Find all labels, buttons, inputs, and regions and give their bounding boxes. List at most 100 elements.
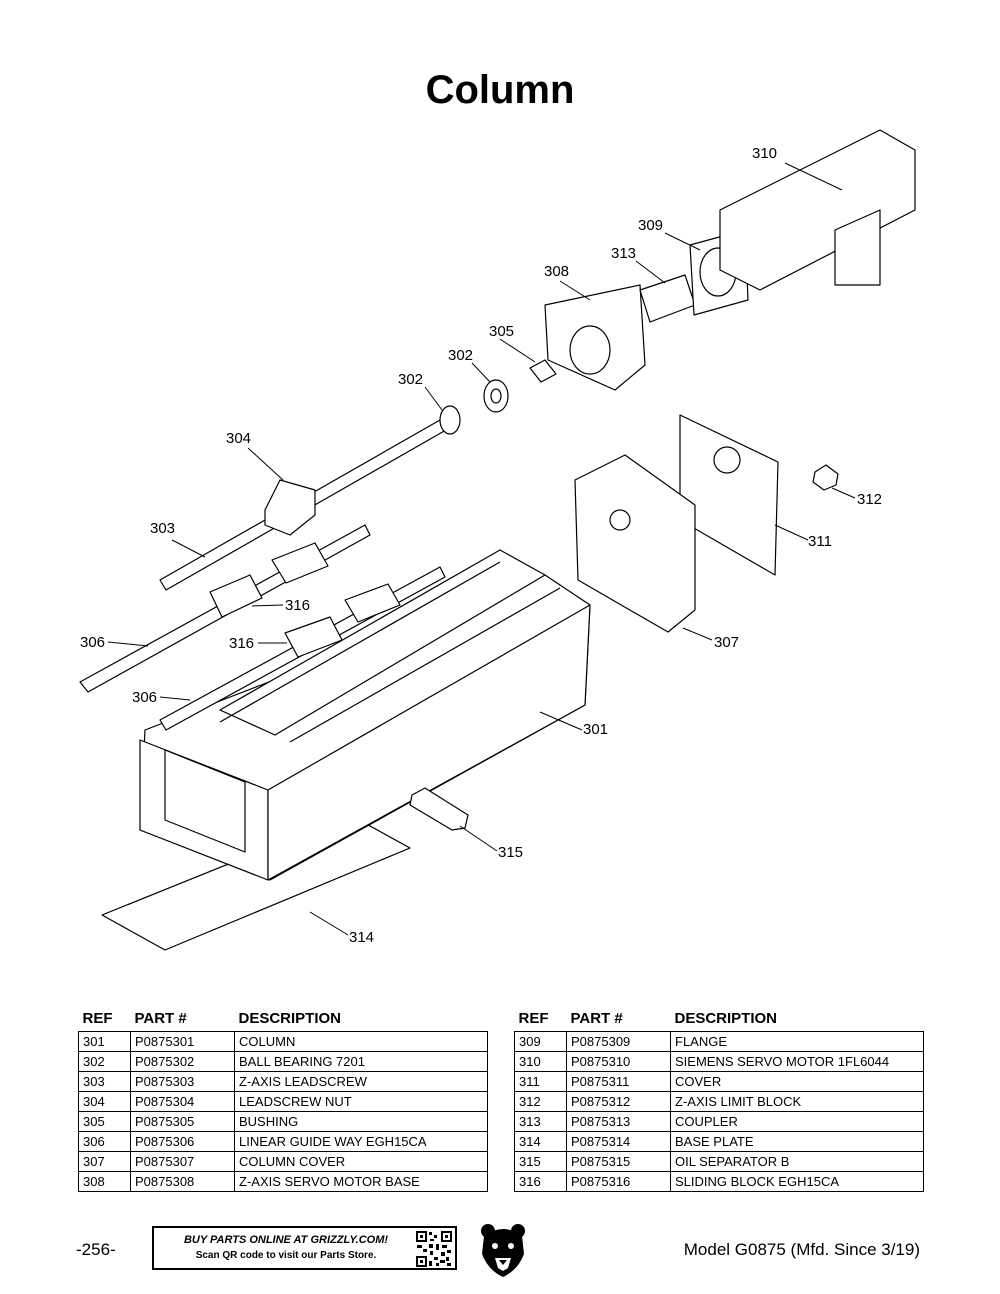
parts-store-promo[interactable]: BUY PARTS ONLINE AT GRIZZLY.COM! Scan QR… — [152, 1226, 457, 1270]
bushing-305 — [529, 359, 557, 383]
ref-cell: 305 — [78, 1111, 131, 1132]
part-header: PART # — [570, 1010, 623, 1027]
ref-header: REF — [518, 1010, 549, 1027]
callout-302b: 302 — [398, 371, 423, 388]
description-cell: COLUMN COVER — [234, 1151, 488, 1172]
part-cell: P0875313 — [566, 1111, 671, 1132]
callout-316a: 316 — [285, 597, 310, 614]
callout-315: 315 — [498, 844, 523, 861]
promo-headline: BUY PARTS ONLINE AT GRIZZLY.COM! — [183, 1234, 389, 1246]
ref-header: REF — [82, 1010, 113, 1027]
ref-cell: 303 — [78, 1071, 131, 1092]
part-cell: P0875305 — [130, 1111, 235, 1132]
grizzly-bear-logo-icon — [481, 1224, 525, 1277]
description-cell: Z-AXIS SERVO MOTOR BASE — [234, 1171, 488, 1192]
part-header: PART # — [134, 1010, 187, 1027]
description-cell: Z-AXIS LIMIT BLOCK — [670, 1091, 924, 1112]
part-cell: P0875308 — [130, 1171, 235, 1192]
part-cell: P0875306 — [130, 1131, 235, 1152]
ref-cell: 302 — [78, 1051, 131, 1072]
ref-cell: 312 — [514, 1091, 567, 1112]
description-cell: Z-AXIS LEADSCREW — [234, 1071, 488, 1092]
callout-307: 307 — [714, 634, 739, 651]
part-cell: P0875302 — [130, 1051, 235, 1072]
ref-cell: 304 — [78, 1091, 131, 1112]
sliding-block-316b — [284, 616, 343, 658]
callout-306b: 306 — [132, 689, 157, 706]
sliding-block-316a — [209, 574, 263, 618]
promo-subtext: Scan QR code to visit our Parts Store. — [195, 1250, 377, 1261]
part-cell: P0875315 — [566, 1151, 671, 1172]
part-cell: P0875312 — [566, 1091, 671, 1112]
description-cell: LEADSCREW NUT — [234, 1091, 488, 1112]
callout-306a: 306 — [80, 634, 105, 651]
callout-312: 312 — [857, 491, 882, 508]
description-cell: SLIDING BLOCK EGH15CA — [670, 1171, 924, 1192]
ref-cell: 306 — [78, 1131, 131, 1152]
callout-303: 303 — [150, 520, 175, 537]
description-cell: FLANGE — [670, 1031, 924, 1052]
page-number: -256- — [76, 1240, 116, 1259]
ref-cell: 316 — [514, 1171, 567, 1192]
part-cell: P0875309 — [566, 1031, 671, 1052]
description-cell: BALL BEARING 7201 — [234, 1051, 488, 1072]
ref-cell: 313 — [514, 1111, 567, 1132]
leadscrew-nut-304 — [264, 479, 316, 536]
callout-316b: 316 — [229, 635, 254, 652]
ref-cell: 315 — [514, 1151, 567, 1172]
part-cell: P0875310 — [566, 1051, 671, 1072]
ball-bearing-302a — [439, 405, 461, 435]
callout-304: 304 — [226, 430, 251, 447]
description-cell: BASE PLATE — [670, 1131, 924, 1152]
coupler-313 — [639, 274, 696, 323]
oil-separator-315 — [409, 787, 469, 831]
description-cell: COLUMN — [234, 1031, 488, 1052]
description-header: DESCRIPTION — [238, 1010, 342, 1027]
model-info: Model G0875 (Mfd. Since 3/19) — [683, 1240, 920, 1259]
servo-motor-310 — [719, 129, 916, 291]
qr-code-icon[interactable] — [415, 1230, 453, 1268]
description-header: DESCRIPTION — [674, 1010, 778, 1027]
callout-310: 310 — [752, 145, 777, 162]
part-cell: P0875301 — [130, 1031, 235, 1052]
callout-313: 313 — [611, 245, 636, 262]
part-cell: P0875307 — [130, 1151, 235, 1172]
callout-305: 305 — [489, 323, 514, 340]
callout-301: 301 — [583, 721, 608, 738]
part-cell: P0875303 — [130, 1071, 235, 1092]
ref-cell: 308 — [78, 1171, 131, 1192]
callout-314: 314 — [349, 929, 374, 946]
ref-cell: 309 — [514, 1031, 567, 1052]
limit-block-312 — [812, 464, 839, 491]
callout-311: 311 — [808, 533, 832, 550]
cover-311 — [679, 414, 779, 576]
page-title: Column — [425, 68, 575, 112]
description-cell: COVER — [670, 1071, 924, 1092]
ref-cell: 307 — [78, 1151, 131, 1172]
description-cell: COUPLER — [670, 1111, 924, 1132]
ref-cell: 301 — [78, 1031, 131, 1052]
description-cell: BUSHING — [234, 1111, 488, 1132]
part-cell: P0875316 — [566, 1171, 671, 1192]
ref-cell: 311 — [514, 1071, 567, 1092]
part-cell: P0875311 — [566, 1071, 671, 1092]
description-cell: LINEAR GUIDE WAY EGH15CA — [234, 1131, 488, 1152]
callout-308: 308 — [544, 263, 569, 280]
column-cover-307 — [574, 454, 696, 633]
description-cell: OIL SEPARATOR B — [670, 1151, 924, 1172]
